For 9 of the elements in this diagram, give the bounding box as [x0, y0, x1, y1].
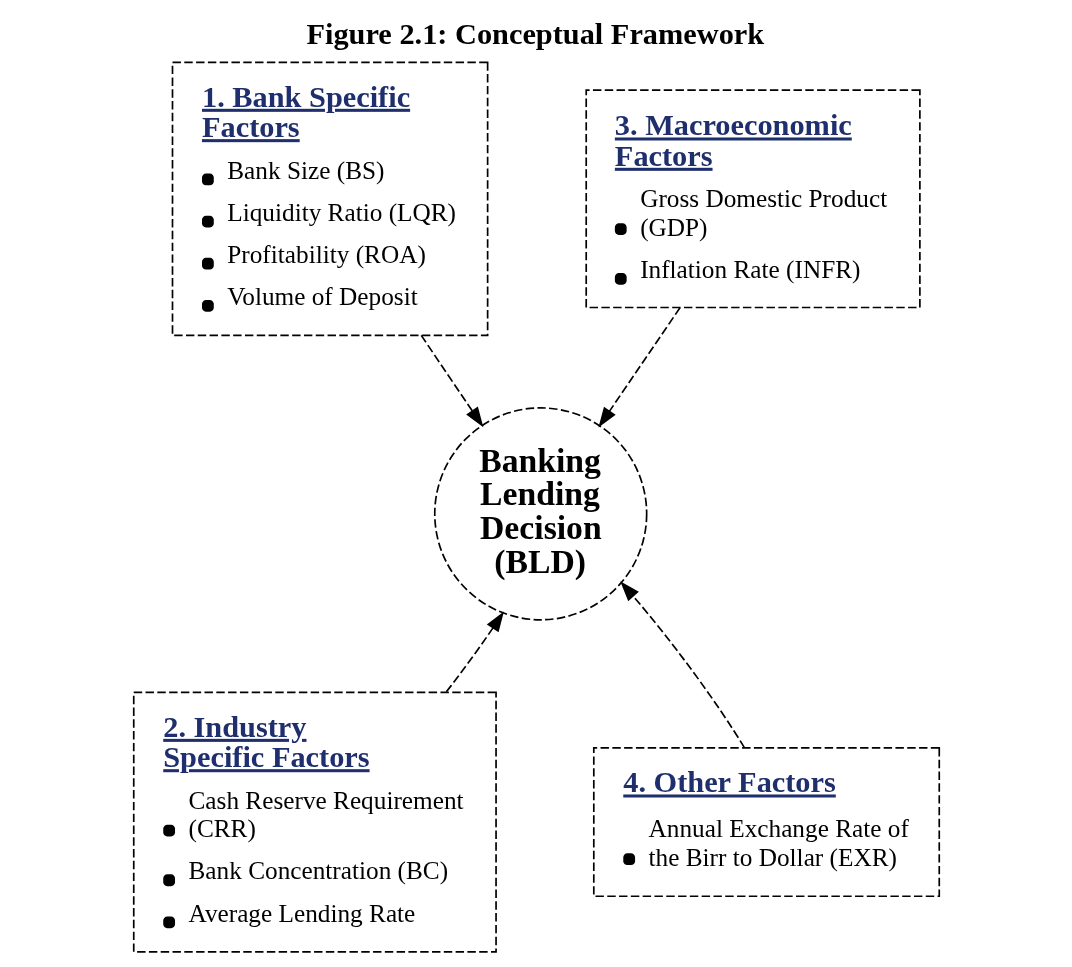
arrow [619, 581, 745, 749]
node-box: 4. Other Factors Annual Exchange Rate of the Birr to Dollar (EXR) [592, 747, 940, 898]
arrow [419, 334, 483, 428]
arrow [445, 611, 504, 693]
node-box: 1. Bank Specific Factors Bank Size (BS) Liquidity Ratio (LQR) Profitability (ROA) Volume of Deposit [171, 61, 488, 337]
arrow [597, 306, 681, 428]
node-box: 3. Macroeconomic Factors Gross Domestic Product (GDP) Inflation Rate (INFR) [584, 89, 921, 309]
diagram-title: Figure 2.1: Conceptual Framework [305, 17, 764, 52]
node-box: 2. Industry Specific Factors Cash Reserve Requirement (CRR) Bank Concentration (BC) Average Lending Rate [132, 691, 497, 953]
